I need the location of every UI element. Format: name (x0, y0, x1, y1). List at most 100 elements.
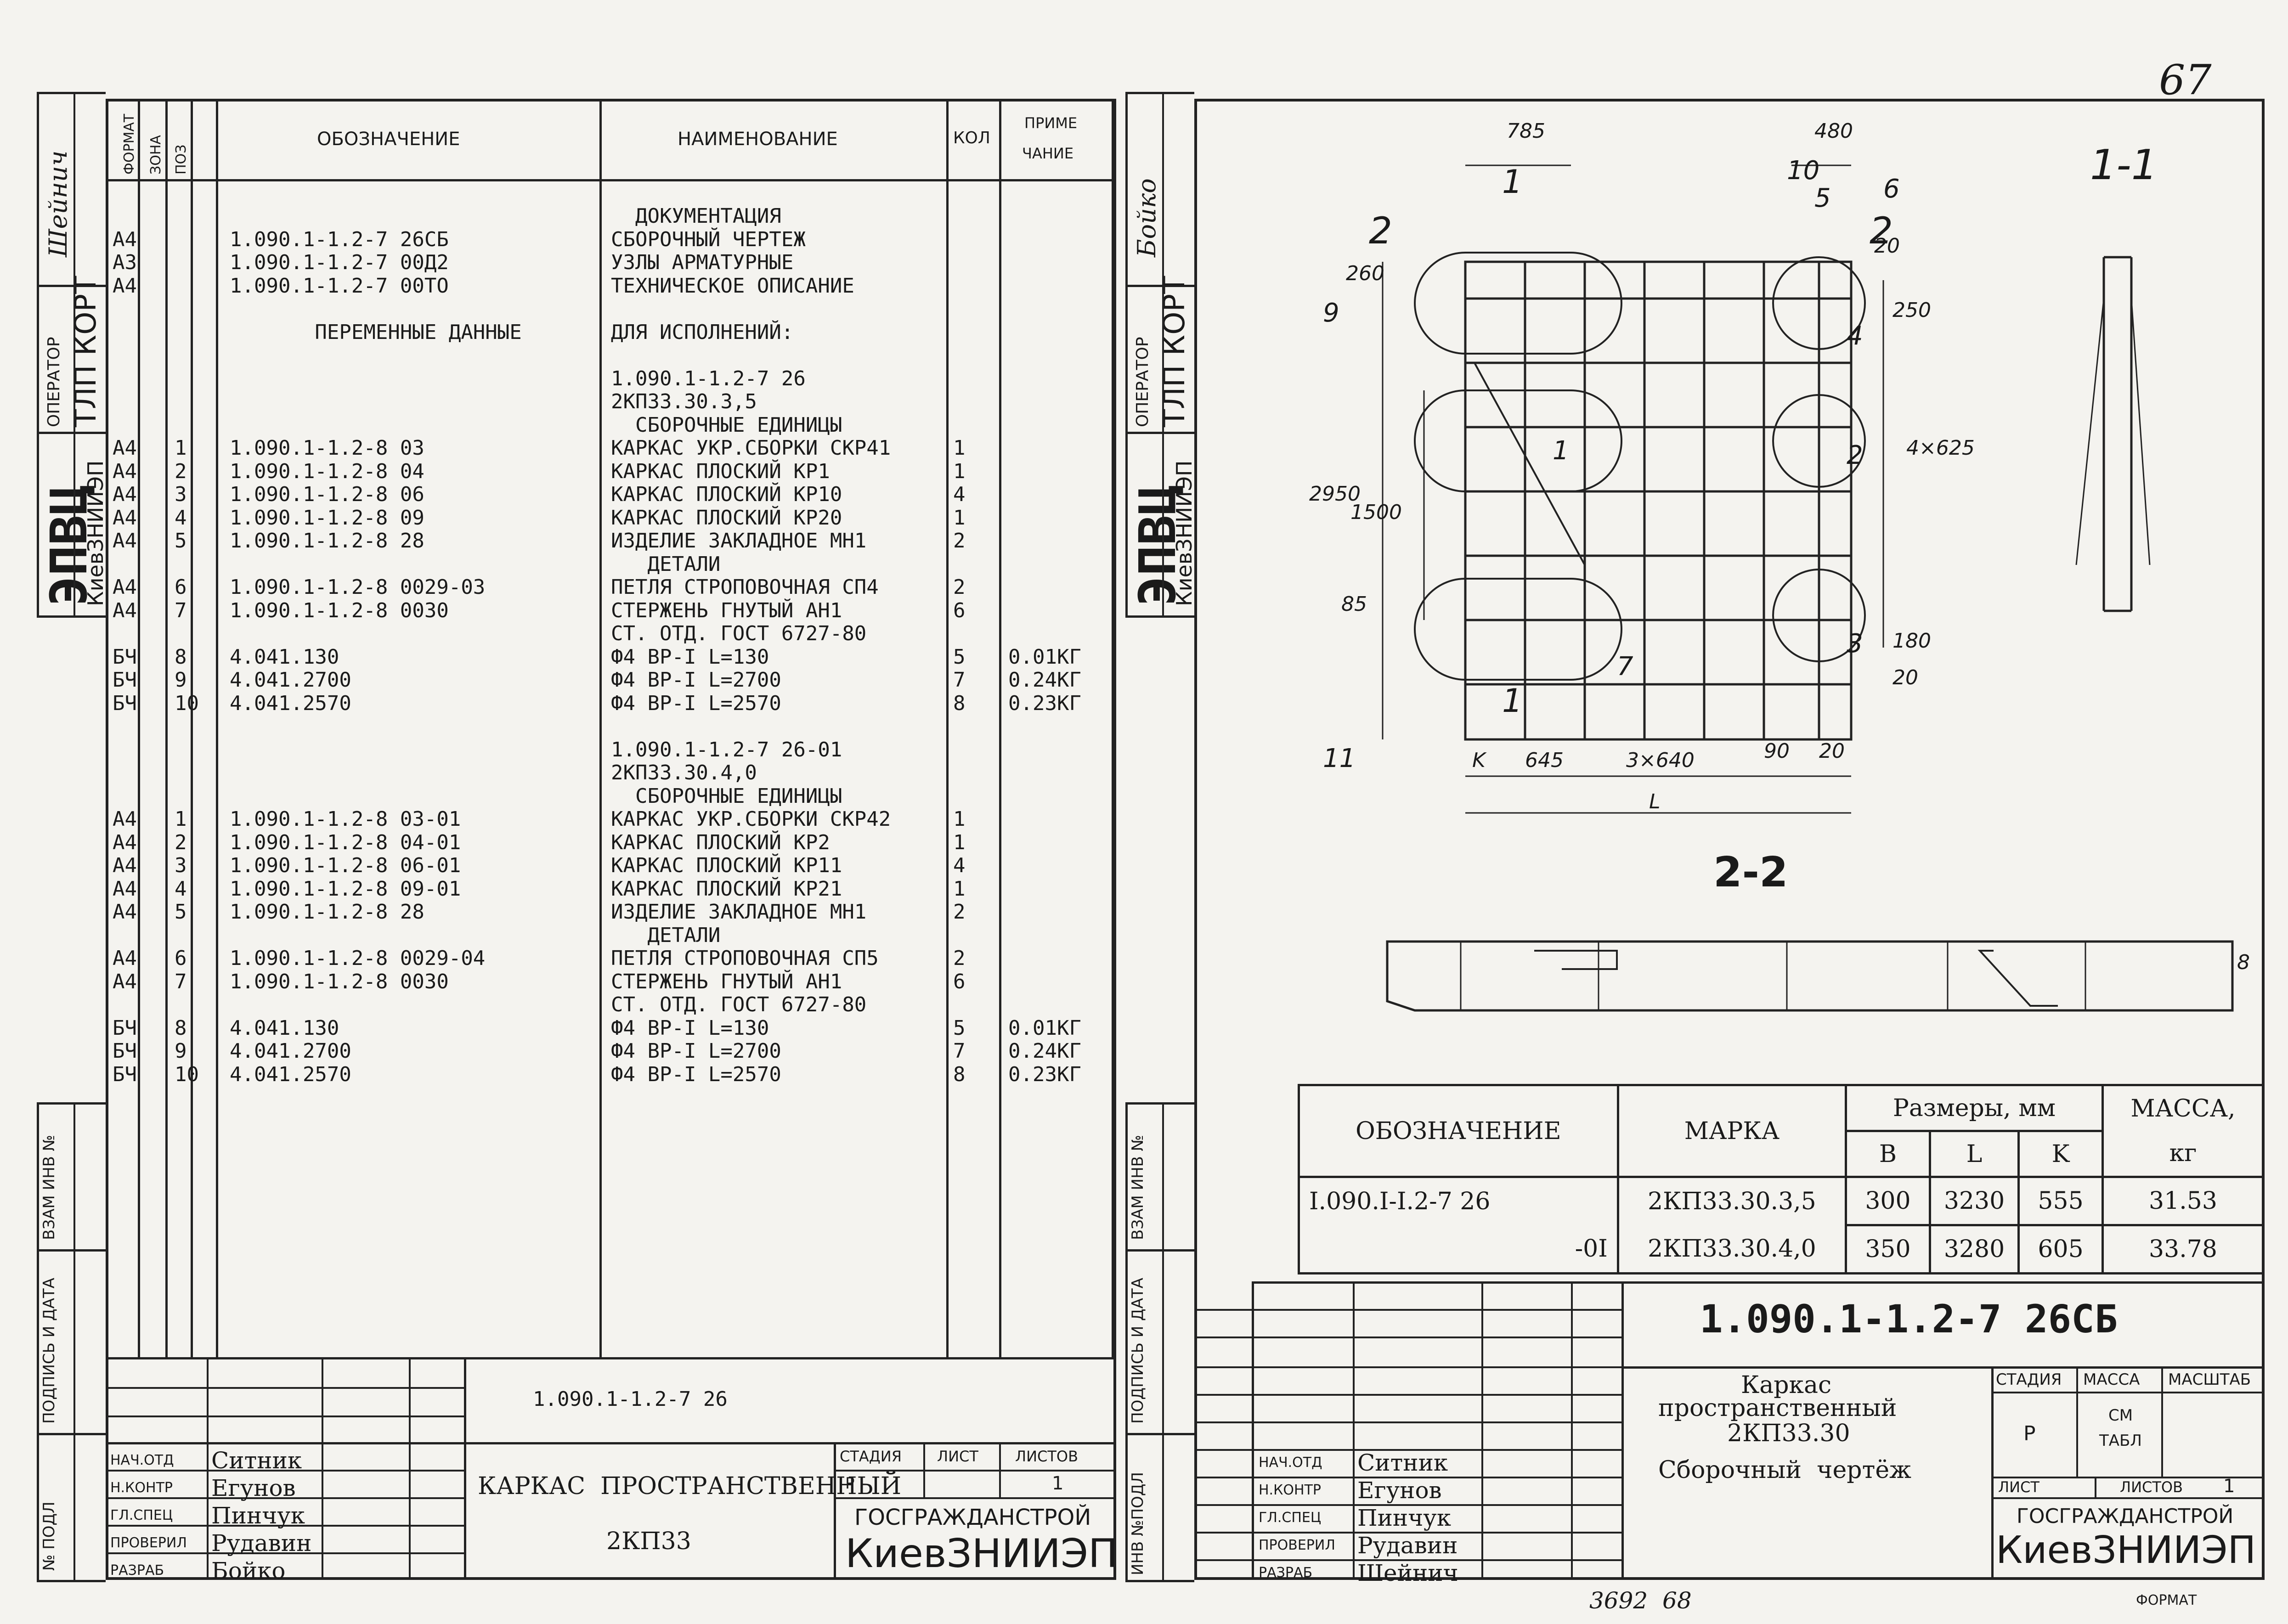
row-designation: 1.090.1-1.2-8 03-01 (230, 807, 461, 831)
dimension-label: 8 (2237, 951, 2250, 974)
section-2-label: 2-2 (1713, 848, 1788, 897)
row-format: А4 (113, 575, 137, 599)
row-pos: 6 (175, 947, 187, 970)
vt-row1-k: 555 (2017, 1176, 2104, 1226)
row-pos: 7 (175, 598, 187, 622)
col-note-header-1: ПРИМЕ (1024, 114, 1078, 132)
right-sheet (1194, 99, 2265, 1580)
vt-header-mass-1: МАССА, (2101, 1084, 2265, 1131)
dimension-label: 20 (1819, 739, 1845, 763)
row-note: 0.24КГ (1008, 1039, 1081, 1063)
row-pos: 8 (175, 645, 187, 669)
row-pos: 1 (175, 807, 187, 831)
row-format: А4 (113, 483, 137, 506)
right-stamp-inv-podl-label: ИНВ №ПОДЛ (1129, 1472, 1147, 1575)
row-designation: 1.090.1-1.2-7 00Д2 (230, 251, 449, 274)
signature-role: НАЧ.ОТД (110, 1452, 174, 1468)
row-qty: 1 (953, 877, 966, 901)
vt-row2-mass: 33.78 (2101, 1224, 2265, 1274)
position-label: 11 (1323, 744, 1356, 773)
row-name: 1.090.1-1.2-7 26 (611, 367, 806, 390)
right-stamp-operator-value: ТЛП КОРТ (1158, 276, 1192, 427)
row-pos: 3 (175, 854, 187, 877)
row-name: 2КП33.30.3,5 (611, 390, 757, 413)
dimension-label: 250 (1893, 299, 1931, 322)
variants-table: ОБОЗНАЧЕНИЕ МАРКА Размеры, мм МАССА, B L… (1298, 1084, 2265, 1274)
table-row: СТ. ОТД. ГОСТ 6727-80 (0, 622, 1011, 645)
row-name: СБОРОЧНЫЕ ЕДИНИЦЫ (611, 784, 842, 808)
row-designation: 4.041.2570 (230, 1062, 351, 1086)
right-org-2: КиевЗНИИЭП (1996, 1528, 2256, 1572)
vt-header-l: L (1928, 1130, 2020, 1178)
right-stamp-sign-label: ПОДПИСЬ И ДАТА (1129, 1278, 1147, 1424)
row-name: ТЕХНИЧЕСКОЕ ОПИСАНИЕ (611, 274, 854, 298)
left-stage-value: Р (845, 1474, 855, 1493)
signature-role: НАЧ.ОТД (1259, 1455, 1322, 1471)
row-name: КАРКАС ПЛОСКИЙ КР11 (611, 854, 842, 877)
dimension-label: L (1649, 790, 1661, 813)
row-name: СТЕРЖЕНЬ ГНУТЫЙ АН1 (611, 970, 842, 993)
row-name: КАРКАС ПЛОСКИЙ КР21 (611, 877, 842, 901)
row-format: А4 (113, 598, 137, 622)
row-format: А4 (113, 947, 137, 970)
section-1-label: 1-1 (2090, 141, 2158, 189)
left-stamp-sign-label: ПОДПИСЬ И ДАТА (40, 1278, 58, 1424)
row-name: 2КП33.30.4,0 (611, 761, 757, 784)
row-qty: 1 (953, 807, 966, 831)
row-name: КАРКАС ПЛОСКИЙ КР20 (611, 506, 842, 530)
row-name: Ф4 ВР-I L=2570 (611, 691, 781, 715)
vt-row2-k: 605 (2017, 1224, 2104, 1274)
row-name: КАРКАС ПЛОСКИЙ КР2 (611, 830, 830, 854)
row-name: Ф4 ВР-I L=2700 (611, 668, 781, 692)
row-format: БЧ (113, 645, 137, 669)
row-designation: 1.090.1-1.2-8 0030 (230, 598, 449, 622)
signature-role: РАЗРАБ (1259, 1565, 1313, 1581)
row-pos: 2 (175, 830, 187, 854)
signature-name: Бойко (211, 1557, 286, 1584)
vt-header-b: B (1845, 1130, 1931, 1178)
row-format: А4 (113, 854, 137, 877)
row-designation: 1.090.1-1.2-8 28 (230, 900, 424, 924)
right-stamp-org-small: КиевЗНИИЭП (1172, 460, 1197, 606)
row-format: А4 (113, 227, 137, 251)
row-pos: 3 (175, 483, 187, 506)
signature-name: Шейнич (1357, 1560, 1458, 1586)
bottom-format-label: ФОРМАТ (2136, 1592, 2197, 1608)
vt-row1-designation: I.090.I-I.2-7 26 (1298, 1176, 1619, 1225)
table-row: 2КП33.30.4,0 (0, 761, 1011, 784)
row-qty: 2 (953, 529, 966, 553)
row-qty: 8 (953, 691, 966, 715)
dimension-label: 4×625 (1906, 436, 1975, 460)
signature-role: ГЛ.СПЕЦ (110, 1507, 173, 1523)
row-designation: 1.090.1-1.2-8 06 (230, 483, 424, 506)
left-org-2: КиевЗНИИЭП (845, 1531, 1118, 1577)
dimension-label: 3×640 (1626, 749, 1695, 772)
row-qty: 1 (953, 506, 966, 530)
left-title-name: КАРКАС ПРОСТРАНСТВЕННЫЙ (478, 1472, 902, 1500)
row-format: БЧ (113, 1039, 137, 1063)
row-designation: 1.090.1-1.2-7 26СБ (230, 227, 449, 251)
row-name: Ф4 ВР-I L=130 (611, 645, 769, 669)
row-note: 0.23КГ (1008, 691, 1081, 715)
bottom-note: 3692 68 (1589, 1587, 1692, 1614)
row-qty: 8 (953, 1062, 966, 1086)
left-sheet-label: ЛИСТ (937, 1448, 978, 1465)
vt-row1-mark: 2КП33.30.3,5 (1616, 1176, 1847, 1225)
col-zone-header: ЗОНА (148, 135, 164, 175)
position-label: 7 (1617, 652, 1633, 682)
row-format: БЧ (113, 668, 137, 692)
dimension-label: 260 (1346, 262, 1384, 285)
signature-name: Ситник (211, 1447, 302, 1474)
row-qty: 2 (953, 900, 966, 924)
signature-role: РАЗРАБ (110, 1562, 164, 1579)
row-qty: 2 (953, 947, 966, 970)
table-row (0, 344, 1011, 367)
row-name: Ф4 ВР-I L=130 (611, 1016, 769, 1040)
table-row: СБОРОЧНЫЕ ЕДИНИЦЫ (0, 413, 1011, 437)
